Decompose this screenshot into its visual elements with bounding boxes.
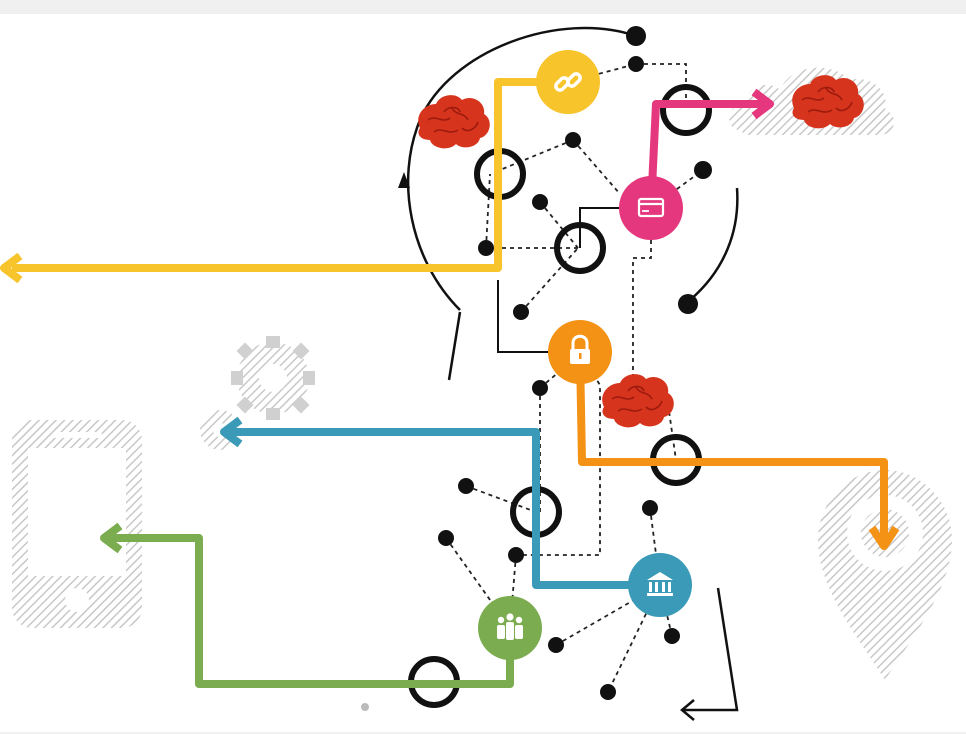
network-solid-links	[497, 207, 620, 353]
network-nodes	[438, 26, 712, 700]
padlock-icon	[548, 320, 612, 384]
link-icon	[536, 50, 600, 114]
credit-card-icon	[619, 176, 683, 240]
blue-flow	[220, 416, 660, 589]
gear-large-icon	[231, 336, 315, 420]
pink-flow	[647, 88, 774, 209]
yellow-flow	[0, 78, 568, 284]
people-icon	[478, 596, 542, 660]
small-dot	[361, 703, 369, 711]
brain-icon-center	[601, 373, 675, 429]
orange-flow	[576, 353, 900, 550]
illustration-stage	[0, 14, 966, 732]
bank-icon	[628, 553, 692, 617]
green-flow	[100, 522, 514, 688]
phone-illustration	[12, 420, 142, 628]
arrowhead-up-icon	[398, 172, 410, 188]
